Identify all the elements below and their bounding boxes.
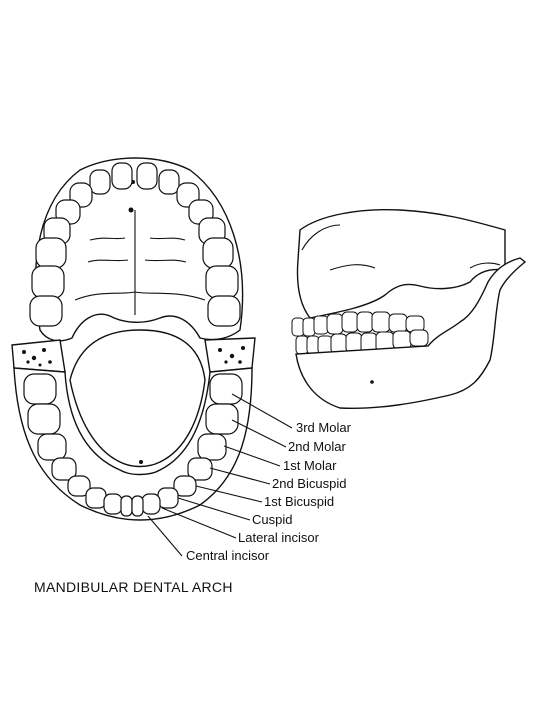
label-cuspid: Cuspid	[252, 512, 292, 527]
label-lateral-incisor: Lateral incisor	[238, 530, 320, 545]
label-second-molar: 2nd Molar	[288, 439, 346, 454]
upper-teeth	[29, 162, 241, 327]
mandibular-arch	[11, 329, 256, 521]
label-central-incisor: Central incisor	[186, 548, 270, 563]
lower-teeth	[23, 373, 243, 517]
label-second-bicuspid: 2nd Bicuspid	[272, 476, 346, 491]
skull-lateral-view	[291, 208, 527, 410]
figure-caption: MANDIBULAR DENTAL ARCH	[34, 579, 233, 595]
label-third-molar: 3rd Molar	[296, 420, 352, 435]
leader-lines	[147, 393, 293, 557]
tooth-labels: 3rd Molar 2nd Molar 1st Molar 2nd Bicusp…	[186, 420, 352, 563]
label-first-molar: 1st Molar	[283, 458, 337, 473]
label-first-bicuspid: 1st Bicuspid	[264, 494, 334, 509]
maxillary-arch	[29, 157, 244, 342]
